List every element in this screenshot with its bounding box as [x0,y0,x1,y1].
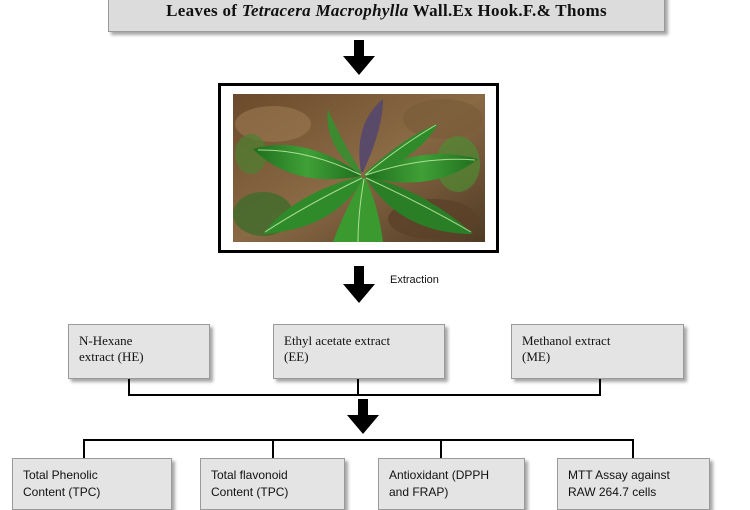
extract-text: Methanol extract (ME) [522,333,675,365]
connector-ethyl [357,379,359,395]
down-arrow-1 [343,40,375,75]
title-text: Leaves of Tetracera Macrophylla Wall.Ex … [109,1,664,21]
extract-line1: Ethyl acetate extract [284,333,391,348]
plant-photo-frame [218,83,499,253]
assay-line1: Total Phenolic [23,468,98,482]
down-arrow-2 [343,266,375,303]
drop-antioxidant [440,439,442,458]
assay-line1: Total flavonoid [211,468,288,482]
extract-line2: (EE) [284,349,309,364]
extract-text: N-Hexane extract (HE) [79,333,201,365]
title-species: Tetracera Macrophylla [241,1,409,20]
assay-line2: Content (TPC) [211,485,289,499]
assay-line2: RAW 264.7 cells [568,485,657,499]
assay-line1: Antioxidant (DPPH [389,468,490,482]
extract-line2: extract (HE) [79,349,144,364]
connector-horizontal-1 [128,394,601,396]
title-prefix: Leaves of [166,1,242,20]
drop-mtt [632,439,634,458]
assay-line2: Content (TPC) [23,485,101,499]
connector-methanol [599,379,601,395]
assay-box-tfc: Total flavonoid Content (TPC) [200,458,345,510]
connector-horizontal-2 [83,439,634,441]
assay-text: Total Phenolic Content (TPC) [23,467,163,501]
connector-hexane [128,379,130,395]
extract-box-hexane: N-Hexane extract (HE) [68,324,210,379]
extract-line2: (ME) [522,349,551,364]
assay-line1: MTT Assay against [568,468,670,482]
extract-box-methanol: Methanol extract (ME) [511,324,684,379]
assay-text: Total flavonoid Content (TPC) [211,467,336,501]
plant-photo [233,94,485,242]
drop-tpc [83,439,85,458]
assay-line2: and FRAP) [389,485,449,499]
extract-text: Ethyl acetate extract (EE) [284,333,436,365]
assay-box-tpc: Total Phenolic Content (TPC) [12,458,172,510]
assay-text: MTT Assay against RAW 264.7 cells [568,467,701,501]
assay-box-antioxidant: Antioxidant (DPPH and FRAP) [378,458,525,510]
title-suffix: Wall.Ex Hook.F.& Thoms [408,1,607,20]
down-arrow-3 [347,399,379,434]
extraction-label: Extraction [390,274,439,286]
drop-tfc [272,439,274,458]
assay-text: Antioxidant (DPPH and FRAP) [389,467,516,501]
extract-line1: N-Hexane [79,333,133,348]
assay-box-mtt: MTT Assay against RAW 264.7 cells [557,458,710,510]
extract-line1: Methanol extract [522,333,611,348]
extract-box-ethyl-acetate: Ethyl acetate extract (EE) [273,324,445,379]
title-box: Leaves of Tetracera Macrophylla Wall.Ex … [108,0,665,32]
